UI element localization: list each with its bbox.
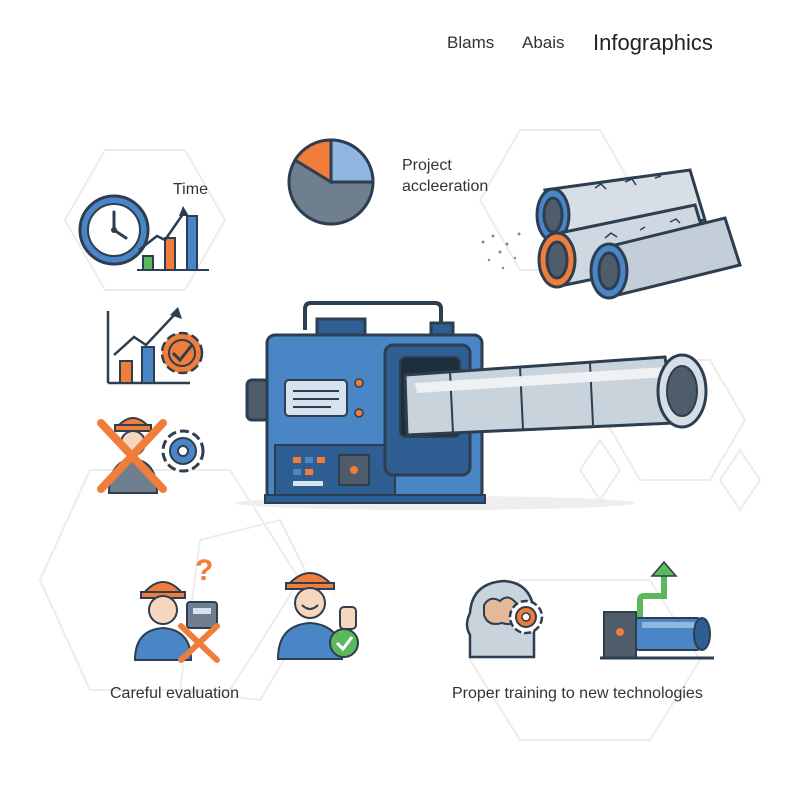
- machine-upgrade-icon: [600, 560, 714, 660]
- nav-item-blams[interactable]: Blams: [447, 33, 495, 52]
- pie-chart-icon: [287, 138, 375, 226]
- time-label: Time: [173, 181, 208, 198]
- svg-text:?: ?: [195, 554, 213, 587]
- bar-chart-arrow-icon: [137, 206, 209, 271]
- proper-training-label: Proper training to new technologies: [452, 685, 703, 702]
- pipes-icon: [481, 168, 742, 300]
- project-label-line2: accleeration: [402, 178, 489, 195]
- head-gear-icon: [465, 579, 544, 659]
- worker-question-icon: ?: [133, 554, 220, 663]
- nav-item-abais[interactable]: Abais: [522, 33, 565, 52]
- page-title: Infographics: [593, 30, 713, 55]
- chart-gear-icon: [106, 307, 204, 385]
- project-label-line1: Project: [402, 157, 452, 174]
- pipe-machine-icon: [235, 301, 708, 510]
- worker-thumbs-up-icon: [276, 572, 359, 660]
- worker-crossed-gear-icon: [97, 417, 205, 494]
- clock-icon: [78, 194, 150, 266]
- careful-evaluation-label: Careful evaluation: [110, 685, 239, 702]
